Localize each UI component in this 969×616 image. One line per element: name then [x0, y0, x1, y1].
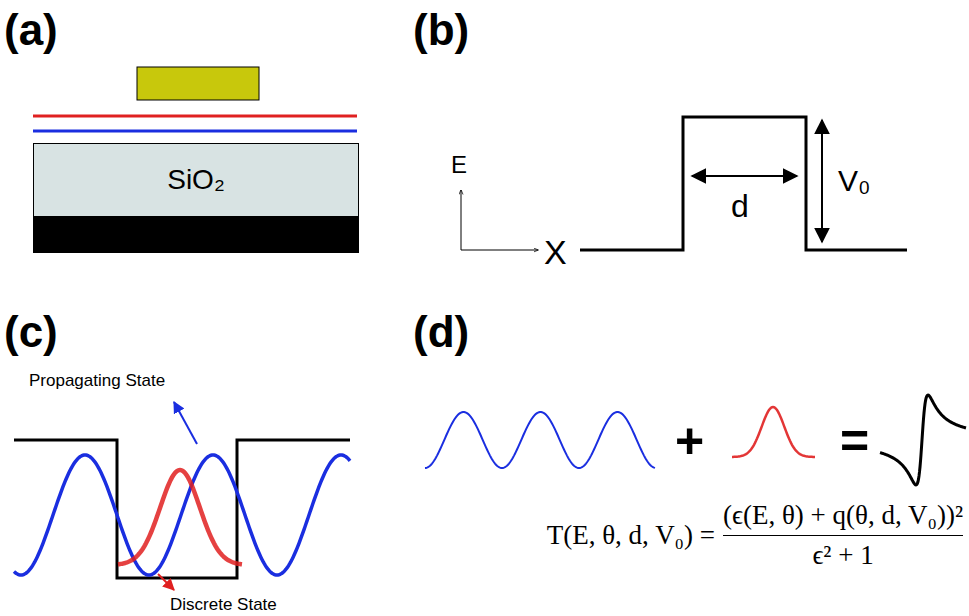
- fraction-bar: [723, 535, 963, 536]
- height-arrow: [821, 120, 823, 242]
- formula-lhs: T(E, θ, d, V₀) =: [547, 520, 715, 551]
- formula-numerator: (ϵ(E, θ) + q(θ, d, V₀))²: [723, 500, 963, 531]
- panel-label: (b): [413, 8, 469, 52]
- transmission-formula: T(E, θ, d, V₀) = (ϵ(E, θ) + q(θ, d, V₀))²…: [547, 500, 963, 571]
- formula-denominator: ϵ² + 1: [812, 540, 873, 571]
- axis-label: X: [544, 235, 567, 269]
- propagating-wave: [14, 455, 350, 575]
- blue-layer: [33, 130, 357, 133]
- operator-symbol: =: [840, 416, 869, 466]
- gate-electrode: [137, 67, 259, 100]
- position-axis: [461, 250, 538, 251]
- callout-label: Discrete State: [170, 596, 277, 613]
- fano-lineshape: [880, 395, 966, 485]
- localized-state: [732, 407, 815, 457]
- width-arrow: [692, 175, 797, 177]
- oxide-layer: SiO₂: [33, 143, 359, 217]
- panel-label: (d): [413, 310, 469, 354]
- panel-label: (c): [4, 310, 58, 354]
- discrete-state: [118, 470, 242, 564]
- potential-well: [14, 440, 350, 578]
- fraction: (ϵ(E, θ) + q(θ, d, V₀))² ϵ² + 1: [723, 500, 963, 571]
- continuum-wave: [425, 412, 655, 468]
- axis-label: E: [451, 153, 467, 177]
- callout-label: Propagating State: [29, 372, 165, 389]
- substrate: [33, 217, 359, 253]
- layer-label: SiO₂: [167, 164, 225, 196]
- leader-line: [174, 402, 197, 444]
- operator-symbol: +: [675, 416, 704, 466]
- red-layer: [33, 115, 357, 118]
- leader-line: [158, 574, 174, 590]
- dimension-label: d: [731, 190, 749, 222]
- potential-barrier: [580, 117, 907, 250]
- panel-label: (a): [4, 8, 58, 52]
- dimension-label: V₀: [838, 166, 870, 196]
- energy-axis: [461, 190, 462, 250]
